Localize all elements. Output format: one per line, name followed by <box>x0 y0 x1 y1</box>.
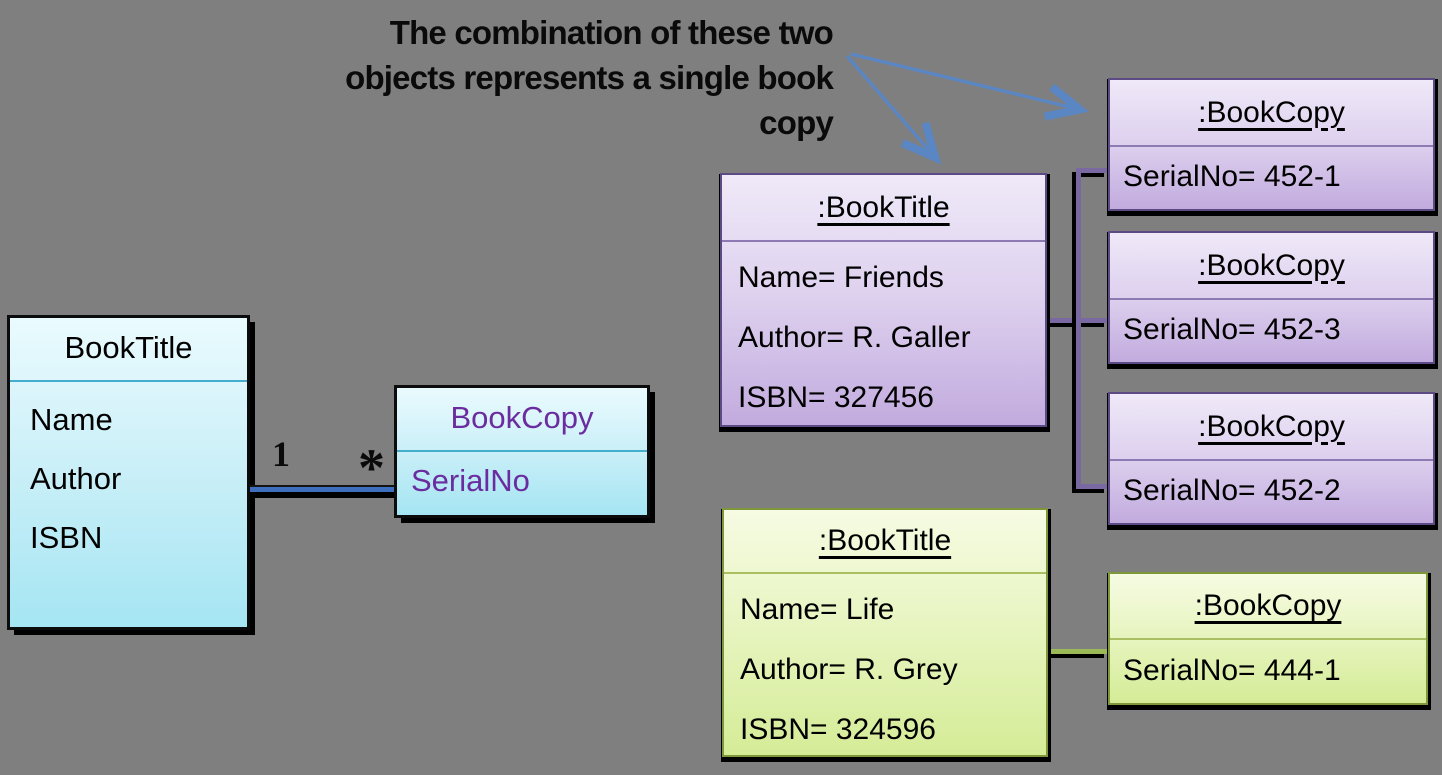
attr-isbn-value: ISBN= 324596 <box>740 713 936 746</box>
class-booktitle-name: BookTitle <box>10 318 247 382</box>
attr-isbn-value: ISBN= 327456 <box>738 381 934 414</box>
attr-serialno: SerialNo <box>411 463 530 498</box>
object-title: :BookCopy <box>1110 80 1433 147</box>
attr-serial-value: SerialNo= 444-1 <box>1123 653 1341 687</box>
object-title: :BookCopy <box>1110 574 1426 640</box>
class-bookcopy: BookCopy SerialNo <box>394 385 650 518</box>
object-bookcopy-452-2: :BookCopy SerialNo= 452-2 <box>1108 392 1435 525</box>
attr-serial-value: SerialNo= 452-2 <box>1123 474 1341 507</box>
object-booktitle-life: :BookTitle Name= Life Author= R. Grey IS… <box>722 508 1048 757</box>
object-bookcopy-452-3: :BookCopy SerialNo= 452-3 <box>1108 231 1435 364</box>
attr-name: Name <box>30 402 113 437</box>
object-attrs: Name= Life Author= R. Grey ISBN= 324596 <box>724 574 1046 760</box>
annotation-line: copy <box>759 104 834 141</box>
multiplicity-many: * <box>358 438 385 498</box>
annotation-line: objects represents a single book <box>345 59 834 96</box>
class-booktitle-attrs: Name Author ISBN <box>10 382 247 567</box>
arrow-to-bookcopy-object <box>850 52 1078 109</box>
object-title: :BookTitle <box>724 510 1046 574</box>
association-line <box>250 485 397 498</box>
annotation-note: The combination of these two objects rep… <box>233 10 834 145</box>
class-bookcopy-name: BookCopy <box>397 388 647 452</box>
object-attrs: Name= Friends Author= R. Galler ISBN= 32… <box>722 242 1045 428</box>
object-booktitle-friends: :BookTitle Name= Friends Author= R. Gall… <box>720 173 1047 427</box>
annotation-line: The combination of these two <box>389 14 834 51</box>
attr-name-value: Name= Friends <box>738 261 944 294</box>
attr-isbn: ISBN <box>30 520 103 555</box>
attr-author-value: Author= R. Grey <box>740 653 958 686</box>
object-title: :BookCopy <box>1110 233 1433 300</box>
object-bookcopy-444-1: :BookCopy SerialNo= 444-1 <box>1108 572 1428 705</box>
attr-author: Author <box>30 461 122 496</box>
object-title: :BookTitle <box>722 175 1045 242</box>
class-bookcopy-attrs: SerialNo <box>397 452 647 510</box>
attr-name-value: Name= Life <box>740 593 895 626</box>
object-bookcopy-452-1: :BookCopy SerialNo= 452-1 <box>1108 78 1435 211</box>
class-booktitle: BookTitle Name Author ISBN <box>7 315 250 630</box>
attr-author-value: Author= R. Galler <box>738 321 971 354</box>
connector-life <box>1046 649 1108 654</box>
connector-branch-top <box>1076 168 1108 173</box>
connector-vertical <box>1076 168 1081 489</box>
attr-serial-value: SerialNo= 452-1 <box>1123 160 1341 193</box>
object-title: :BookCopy <box>1110 394 1433 461</box>
connector-branch-bottom <box>1076 484 1108 489</box>
multiplicity-one: 1 <box>272 434 290 474</box>
attr-serial-value: SerialNo= 452-3 <box>1123 313 1341 346</box>
arrow-to-booktitle-object <box>845 54 934 156</box>
